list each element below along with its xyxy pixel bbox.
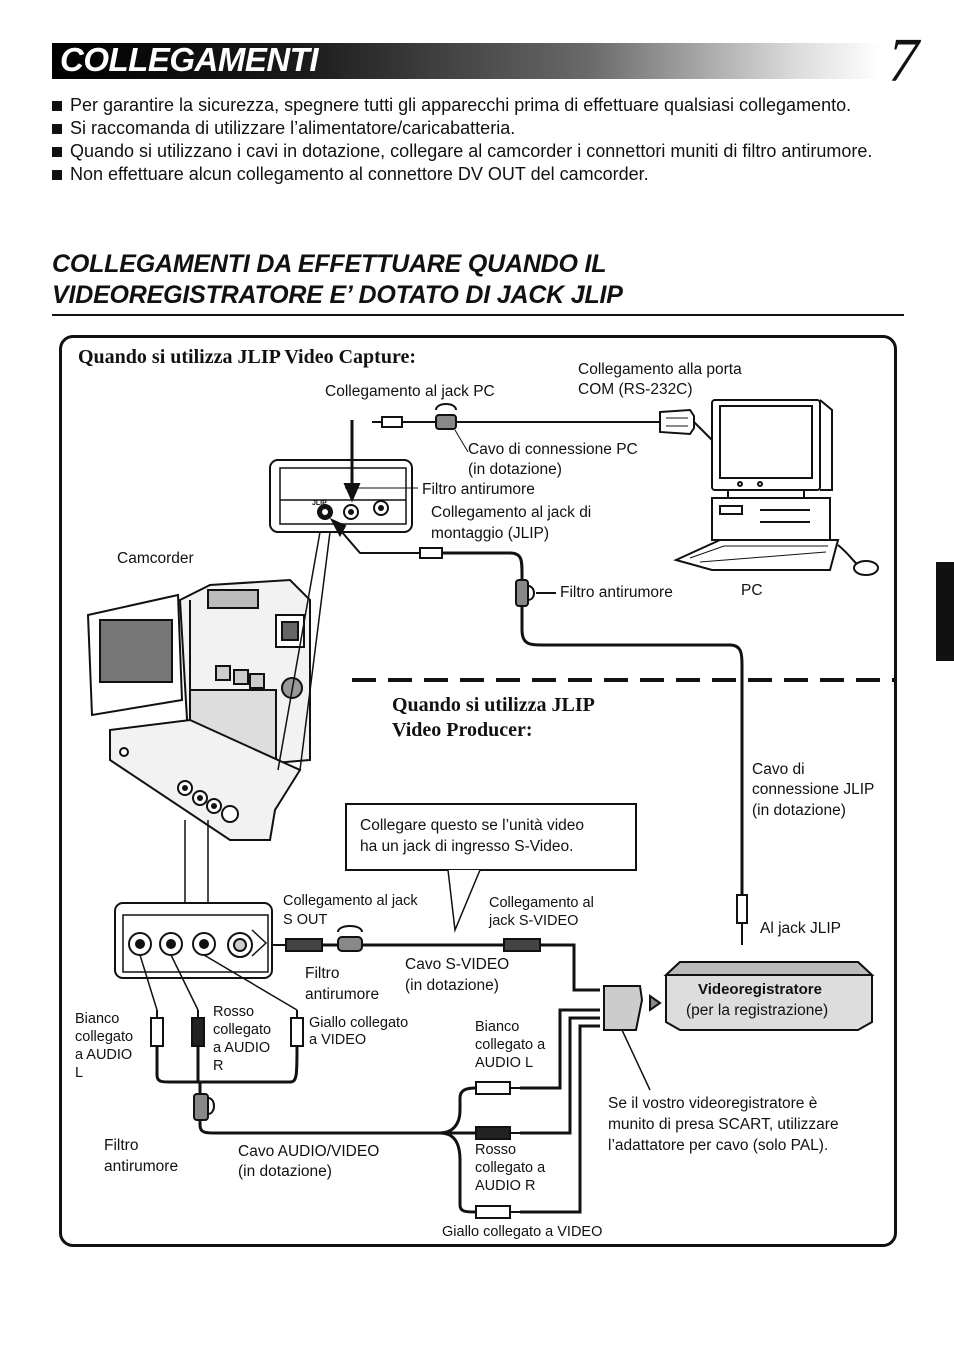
heading-producer-line: Quando si utilizza JLIP [392, 694, 595, 716]
label-noise-filter: antirumore [305, 986, 380, 1003]
label-vcr: Videoregistratore [698, 981, 822, 998]
label-com-port: Collegamento alla porta [578, 361, 742, 378]
s-video-cable [272, 925, 600, 992]
label-noise-filter: Filtro antirumore [560, 584, 673, 601]
label-red-audio-r: collegato [213, 1022, 272, 1038]
label-scart-note: munito di presa SCART, utilizzare [608, 1116, 839, 1133]
keyboard-icon [673, 539, 840, 571]
s-video-plug-icon [285, 938, 323, 952]
jlip-panel-inset [269, 459, 413, 533]
noise-filter-icon [193, 1093, 209, 1121]
label-vcr-sub: (per la registrazione) [686, 1002, 829, 1019]
label-svideo-cable: (in dotazione) [405, 977, 499, 994]
svideo-note-text: ha un jack di ingresso S-Video. [360, 838, 574, 855]
bullet-item: Non effettuare alcun collegamento al con… [52, 163, 912, 186]
label-noise-filter: antirumore [104, 1158, 179, 1175]
label-jlip-jack: Al jack JLIP [760, 920, 841, 937]
pc-cable [372, 403, 713, 441]
label-pc: PC [741, 582, 763, 599]
label-red-audio-r: R [213, 1058, 224, 1074]
label-pc-cable: (in dotazione) [468, 461, 562, 478]
camcorder-icon [86, 578, 311, 841]
label-svideo-jack: jack S-VIDEO [489, 913, 579, 929]
svideo-note-text: Collegare questo se l’unità video [360, 817, 585, 834]
pc-tower-icon [711, 497, 831, 541]
label-pc-cable: Cavo di connessione PC [468, 441, 638, 458]
label-vcr-white: collegato a [475, 1037, 546, 1053]
bullet-item: Per garantire la sicurezza, spegnere tut… [52, 94, 912, 117]
section-title-line: COLLEGAMENTI DA EFFETTUARE QUANDO IL [52, 250, 607, 278]
bullet-list: Per garantire la sicurezza, spegnere tut… [52, 94, 912, 186]
label-vcr-white: Bianco [475, 1019, 520, 1035]
label-scart-note: l’adattatore per cavo (solo PAL). [608, 1137, 829, 1154]
mouse-icon [837, 544, 879, 576]
label-jlip-cable: Cavo di [752, 761, 805, 778]
label-white-audio-l: L [75, 1065, 84, 1081]
label-camcorder: Camcorder [117, 550, 194, 567]
label-white-audio-l: a AUDIO [75, 1047, 133, 1063]
label-jlip-cable: connessione JLIP [752, 781, 875, 798]
label-vcr-red: collegato a [475, 1160, 546, 1176]
av-cable [139, 954, 600, 1219]
page-number: 7 [888, 27, 919, 95]
jlip-plug-icon [736, 894, 748, 924]
pc-monitor-icon [711, 399, 833, 499]
label-svideo-jack: Collegamento al [489, 895, 594, 911]
connection-diagram-frame [59, 335, 897, 1247]
label-red-audio-r: a AUDIO [213, 1040, 271, 1056]
noise-filter-icon [337, 936, 363, 952]
label-vcr-red: Rosso [475, 1142, 517, 1158]
label-white-audio-l: collegato [75, 1029, 134, 1045]
label-vcr-yellow: Giallo collegato a VIDEO [442, 1224, 603, 1240]
bullet-item: Quando si utilizzano i cavi in dotazione… [52, 140, 912, 163]
arrow-right-icon [649, 994, 662, 1012]
vcr-icon [663, 961, 875, 1031]
svideo-note-box [345, 803, 637, 871]
label-pc-jack: Collegamento al jack PC [325, 383, 495, 400]
label-red-audio-r: Rosso [213, 1004, 255, 1020]
noise-filter-icon [515, 579, 529, 607]
noise-filter-icon [435, 414, 457, 430]
label-noise-filter: Filtro antirumore [422, 481, 535, 498]
section-divider [52, 314, 904, 316]
heading-producer-line: Video Producer: [392, 719, 533, 741]
label-com-port: COM (RS-232C) [578, 381, 693, 398]
header-bar [52, 43, 880, 79]
db9-connector-icon [659, 408, 695, 436]
jlip-mark: JLIP [312, 500, 327, 507]
side-tab-marker [936, 562, 954, 661]
label-sout: S OUT [283, 912, 328, 928]
section-title-line: VIDEOREGISTRATORE E’ DOTATO DI JACK JLIP [52, 281, 623, 309]
rca-plug-yellow [290, 1017, 304, 1047]
label-av-cable: Cavo AUDIO/VIDEO [238, 1143, 380, 1160]
page-title: COLLEGAMENTI [60, 41, 318, 78]
label-vcr-white: AUDIO L [475, 1055, 534, 1071]
label-edit-jack: Collegamento al jack di [431, 504, 592, 521]
rca-plug-white [150, 1017, 164, 1047]
section-title: COLLEGAMENTI DA EFFETTUARE QUANDO IL VID… [52, 249, 912, 311]
label-edit-jack: montaggio (JLIP) [431, 525, 550, 542]
label-av-cable: (in dotazione) [238, 1163, 332, 1180]
label-svideo-cable: Cavo S-VIDEO [405, 956, 510, 973]
label-noise-filter: Filtro [104, 1137, 139, 1154]
rca-plug-red [191, 1017, 205, 1047]
label-sout: Collegamento al jack [283, 893, 418, 909]
av-panel-inset [114, 902, 273, 979]
label-yellow-video: Giallo collegato [309, 1015, 409, 1031]
scart-adapter-icon [603, 985, 662, 1091]
label-jlip-cable: (in dotazione) [752, 802, 846, 819]
label-vcr-red: AUDIO R [475, 1178, 536, 1194]
label-white-audio-l: Bianco [75, 1011, 120, 1027]
label-noise-filter: Filtro [305, 965, 340, 982]
jlip-cable [329, 517, 748, 945]
pc-cable-plug [381, 416, 403, 428]
label-scart-note: Se il vostro videoregistratore è [608, 1095, 818, 1112]
bullet-item: Si raccomanda di utilizzare l’alimentato… [52, 117, 912, 140]
label-yellow-video: a VIDEO [309, 1032, 367, 1048]
heading-capture: Quando si utilizza JLIP Video Capture: [78, 346, 417, 368]
